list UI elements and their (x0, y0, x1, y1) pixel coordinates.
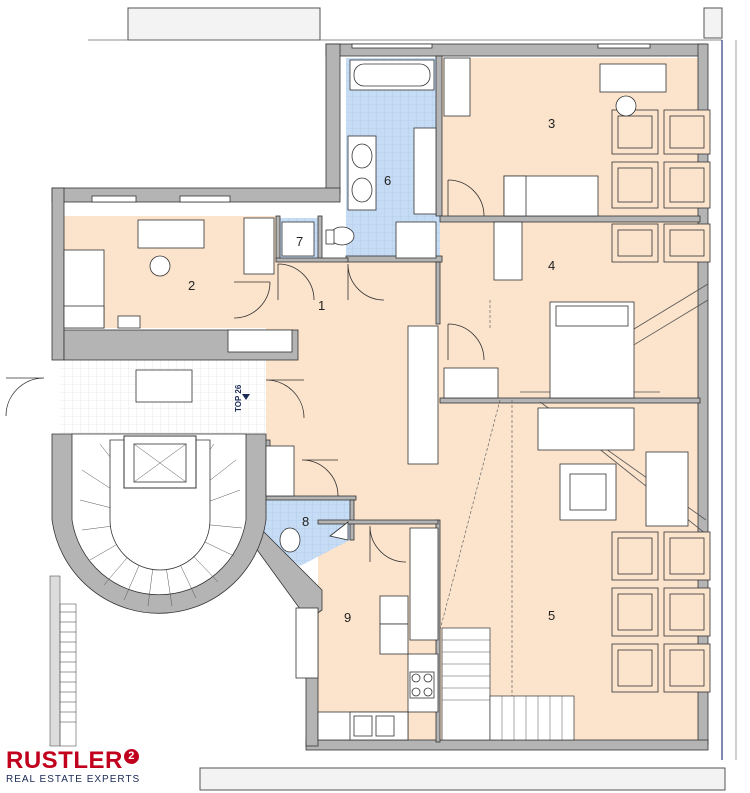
spiral-stairwell (51, 433, 267, 614)
sofa (537, 407, 635, 451)
walls (51, 43, 709, 751)
door-swings (5, 179, 485, 563)
shower (395, 221, 437, 259)
unit-label: TOP 26 (234, 384, 243, 412)
furniture (63, 57, 689, 741)
room-8-label: 8 (302, 514, 309, 529)
room-labels: 1 2 3 4 5 6 7 8 9 TOP 26 (188, 116, 555, 625)
desk (599, 63, 667, 93)
room-9-label: 9 (344, 610, 351, 625)
room-5-label: 5 (548, 608, 555, 623)
logo-tagline: REAL ESTATE EXPERTS (6, 774, 141, 785)
logo-brand: RUSTLER (6, 747, 123, 774)
room-7-label: 7 (296, 234, 303, 249)
room-3-label: 3 (548, 116, 555, 131)
room-6-label: 6 (384, 173, 391, 188)
logo-badge: 2 (123, 749, 139, 764)
neighbour-outlines (127, 7, 726, 791)
armchair (645, 451, 689, 527)
room-1-label: 1 (318, 298, 325, 313)
entrance-arrow-icon (242, 394, 250, 400)
chair (615, 95, 637, 117)
room-4-label: 4 (548, 258, 555, 273)
room-2-label: 2 (188, 278, 195, 293)
interior-staircase (441, 627, 575, 741)
desk-2 (137, 219, 205, 249)
roof-windows (611, 109, 711, 693)
balcony-railing (49, 575, 77, 747)
